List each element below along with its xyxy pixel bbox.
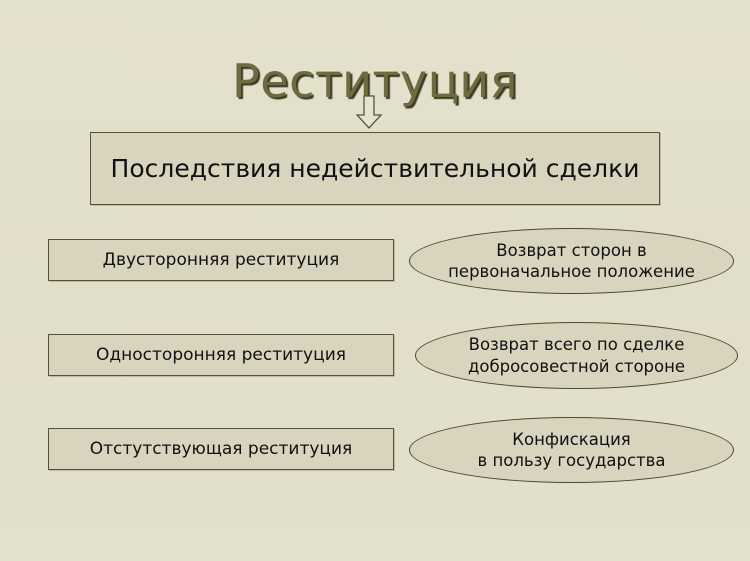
main-concept-box: Последствия недействительной сделки bbox=[90, 132, 660, 205]
restitution-type-absent: Отстутствующая реституция bbox=[48, 428, 394, 470]
restitution-type-bilateral: Двусторонняя реституция bbox=[48, 239, 394, 281]
restitution-type-label: Односторонняя реституция bbox=[96, 345, 346, 365]
result-line-1: Конфискация bbox=[512, 429, 631, 449]
restitution-result-unilateral: Возврат всего по сделке добросовестной с… bbox=[415, 322, 738, 389]
down-arrow-icon bbox=[356, 95, 382, 129]
result-line-2: в пользу государства bbox=[477, 451, 666, 470]
result-line-2: добросовестной стороне bbox=[467, 356, 686, 376]
restitution-result-confiscation: Конфискация в пользу государства bbox=[409, 417, 734, 483]
result-line-2: первоначальное положение bbox=[448, 262, 695, 281]
restitution-type-unilateral: Односторонняя реституция bbox=[48, 334, 394, 376]
result-line-1: Возврат всего по сделке bbox=[468, 335, 685, 355]
restitution-type-label: Отстутствующая реституция bbox=[89, 439, 353, 459]
result-line-1: Возврат сторон в bbox=[496, 240, 647, 260]
restitution-result-bilateral: Возврат сторон в первоначальное положени… bbox=[409, 228, 734, 294]
restitution-type-label: Двусторонняя реституция bbox=[102, 250, 340, 270]
main-concept-label: Последствия недействительной сделки bbox=[110, 154, 640, 183]
slide-title: Реституция bbox=[232, 54, 518, 108]
